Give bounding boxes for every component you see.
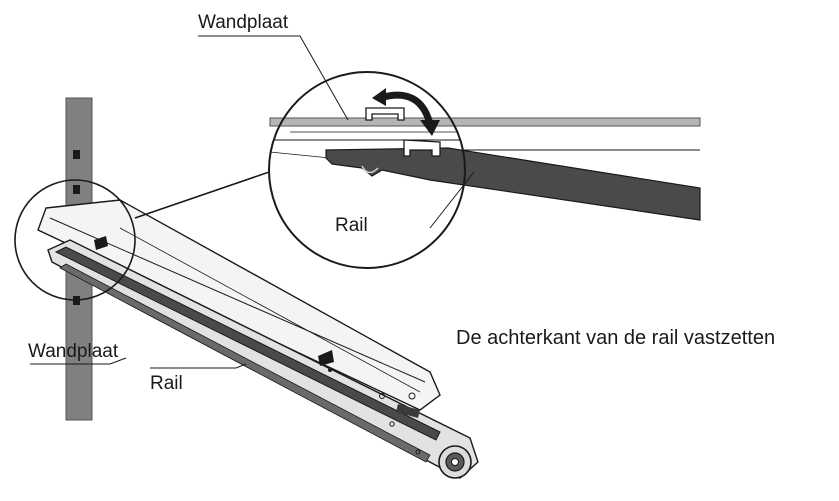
label-wandplaat-top: Wandplaat xyxy=(198,12,289,33)
leader-wandplaat-bottom xyxy=(30,357,127,365)
callout-connector xyxy=(134,169,276,219)
caption-secure-rear-rail: De achterkant van de rail vastzetten xyxy=(456,327,776,349)
detail-callout-circle xyxy=(14,179,136,301)
rail-assembly xyxy=(37,199,479,479)
zoom-rail-bar xyxy=(325,147,701,221)
zoom-curved-arrow xyxy=(378,91,434,126)
label-rail-bottom: Rail xyxy=(150,373,183,394)
leader-rail-bottom xyxy=(150,363,247,369)
zoom-hook-tab xyxy=(365,107,405,121)
zoom-rail-clip xyxy=(403,139,441,157)
label-rail-zoom: Rail xyxy=(335,215,368,236)
label-wandplaat-bottom: Wandplaat xyxy=(28,341,119,362)
zoom-wall-plate-bar xyxy=(269,117,701,127)
leader-wandplaat-top xyxy=(198,35,349,121)
zoom-detail xyxy=(268,71,701,269)
